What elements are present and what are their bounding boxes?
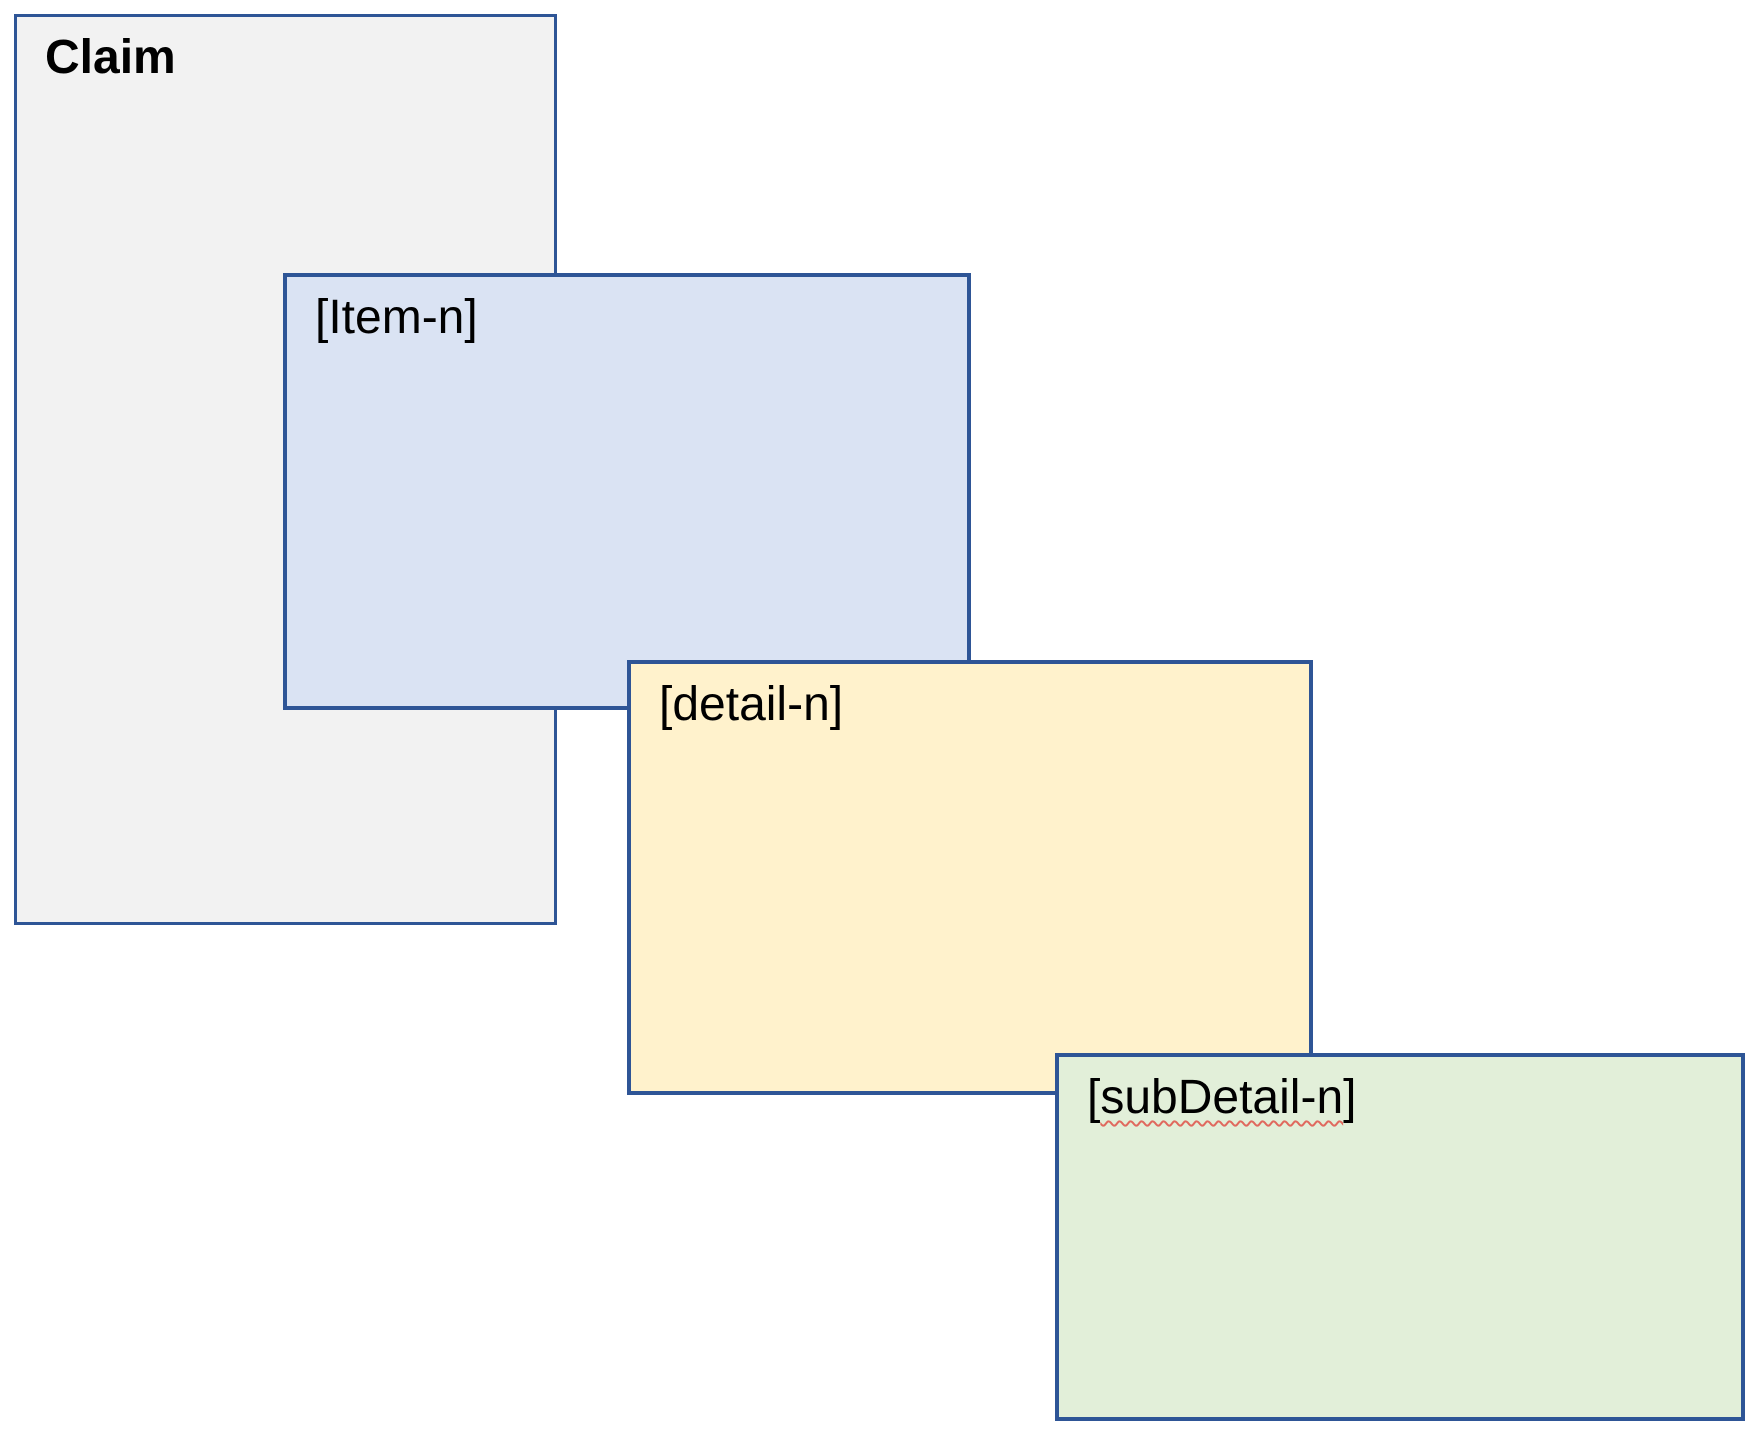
box-title: [subDetail-n] <box>1087 1063 1731 1417</box>
item-box: [Item-n].sequence….productOrService 0..1… <box>283 273 971 710</box>
text-segment: [Item-n] <box>315 291 478 344</box>
box-title: Claim <box>45 23 544 922</box>
text-segment: ] <box>1343 1071 1357 1124</box>
box-title: [detail-n] <box>659 670 1299 1091</box>
text-segment: [ <box>1087 1071 1101 1124</box>
box-title: [Item-n] <box>315 283 957 706</box>
text-segment: Claim <box>45 31 176 84</box>
subdetail-box: [subDetail-n].sequence….productOrService… <box>1055 1053 1745 1421</box>
detail-box: [detail-n].sequence….productOrService 0.… <box>627 660 1313 1095</box>
text-segment: [detail-n] <box>659 678 844 731</box>
spellcheck-squiggle-text: subDetail-n <box>1100 1071 1344 1124</box>
